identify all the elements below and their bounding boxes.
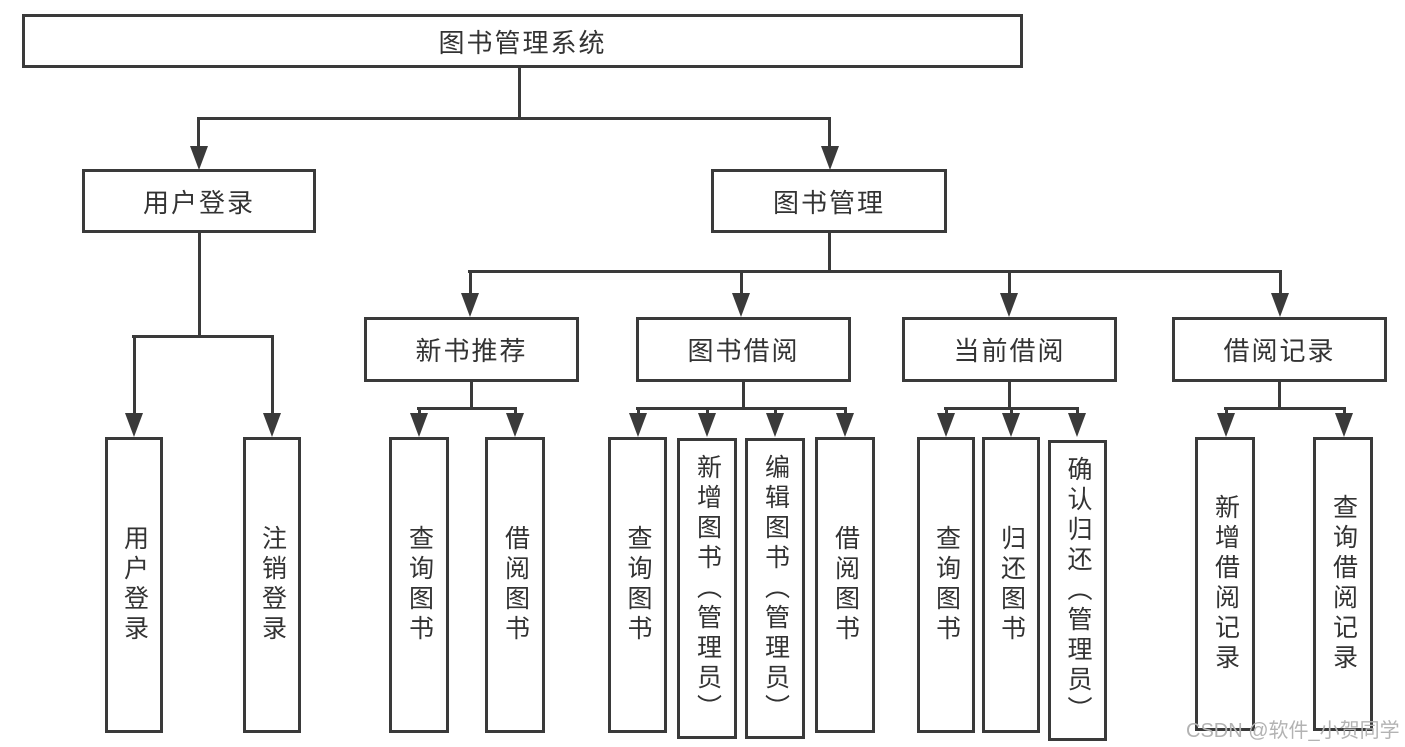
- connector-vline: [1008, 270, 1011, 295]
- connector-vline: [133, 335, 136, 414]
- connector-vline: [1008, 382, 1011, 409]
- leaf-query-borrow-record: 查询借阅记录: [1313, 437, 1373, 731]
- node-borrow-records: 借阅记录: [1172, 317, 1387, 382]
- connector-vline: [828, 233, 831, 272]
- leaf-label: 查询图书: [932, 525, 961, 645]
- connector-vline: [774, 407, 777, 415]
- arrowhead-down-icon: [263, 413, 281, 437]
- connector-vline: [1278, 382, 1281, 409]
- connector-vline: [1343, 407, 1346, 415]
- connector-vline: [271, 335, 274, 414]
- node-user-login: 用户登录: [82, 169, 316, 233]
- leaf-query-books-current: 查询图书: [917, 437, 975, 733]
- connector-vline: [1076, 407, 1079, 415]
- arrowhead-down-icon: [461, 293, 479, 317]
- connector-hline: [197, 117, 831, 120]
- leaf-label: 归还图书: [997, 525, 1026, 645]
- leaf-query-books-rec: 查询图书: [389, 437, 449, 733]
- arrowhead-down-icon: [506, 413, 524, 437]
- node-new-book-rec: 新书推荐: [364, 317, 579, 382]
- leaf-label: 确认归还（管理员）: [1064, 455, 1092, 726]
- node-book-borrow-label: 图书借阅: [687, 336, 800, 366]
- leaf-label: 查询图书: [624, 525, 652, 645]
- leaf-query-books-borrow: 查询图书: [608, 437, 667, 733]
- connector-vline: [1010, 407, 1013, 415]
- connector-vline: [844, 407, 847, 415]
- arrowhead-down-icon: [125, 413, 143, 437]
- arrowhead-down-icon: [1217, 413, 1235, 437]
- arrowhead-down-icon: [1335, 413, 1353, 437]
- node-root: 图书管理系统: [22, 14, 1023, 68]
- leaf-label: 借阅图书: [831, 525, 860, 645]
- connector-hline: [468, 270, 1282, 273]
- leaf-label: 新增借阅记录: [1211, 494, 1240, 674]
- connector-vline: [740, 270, 743, 295]
- arrowhead-down-icon: [1068, 413, 1086, 437]
- leaf-logout: 注销登录: [243, 437, 301, 733]
- connector-vline: [469, 270, 472, 295]
- arrowhead-down-icon: [629, 413, 647, 437]
- connector-vline: [1225, 407, 1228, 415]
- node-user-login-label: 用户登录: [142, 187, 255, 218]
- node-current-borrow-label: 当前借阅: [953, 336, 1066, 366]
- connector-vline: [518, 68, 521, 119]
- leaf-edit-book-admin: 编辑图书（管理员）: [745, 438, 805, 739]
- connector-hline: [417, 407, 517, 410]
- node-book-mgmt: 图书管理: [711, 169, 947, 233]
- connector-vline: [637, 407, 640, 415]
- connector-vline: [706, 407, 709, 415]
- connector-hline: [1224, 407, 1346, 410]
- leaf-logout-label: 注销登录: [258, 525, 287, 645]
- arrowhead-down-icon: [766, 413, 784, 437]
- connector-vline: [418, 407, 421, 415]
- connector-vline: [470, 382, 473, 409]
- connector-vline: [742, 382, 745, 409]
- arrowhead-down-icon: [190, 146, 208, 170]
- leaf-label: 新增图书（管理员）: [693, 453, 722, 724]
- arrowhead-down-icon: [1271, 293, 1289, 317]
- connector-hline: [636, 407, 846, 410]
- connector-vline: [1279, 270, 1282, 295]
- node-new-book-rec-label: 新书推荐: [415, 336, 528, 366]
- arrowhead-down-icon: [1002, 413, 1020, 437]
- leaf-return-book: 归还图书: [982, 437, 1040, 733]
- connector-vline: [828, 117, 831, 149]
- connector-vline: [197, 117, 200, 149]
- connector-hline: [132, 335, 274, 338]
- arrowhead-down-icon: [937, 413, 955, 437]
- node-book-mgmt-label: 图书管理: [772, 187, 885, 218]
- connector-vline: [198, 233, 201, 337]
- csdn-watermark: CSDN @软件_小贺同学: [1186, 720, 1400, 742]
- leaf-label: 编辑图书（管理员）: [761, 453, 790, 724]
- leaf-borrow-books-rec: 借阅图书: [485, 437, 545, 733]
- node-current-borrow: 当前借阅: [902, 317, 1117, 382]
- leaf-add-borrow-record: 新增借阅记录: [1195, 437, 1255, 731]
- arrowhead-down-icon: [698, 413, 716, 437]
- arrowhead-down-icon: [836, 413, 854, 437]
- leaf-confirm-return-admin: 确认归还（管理员）: [1048, 440, 1107, 741]
- node-borrow-records-label: 借阅记录: [1223, 336, 1336, 366]
- connector-vline: [514, 407, 517, 415]
- leaf-label: 查询借阅记录: [1329, 494, 1358, 674]
- leaf-borrow-books: 借阅图书: [815, 437, 875, 733]
- arrowhead-down-icon: [732, 293, 750, 317]
- arrowhead-down-icon: [1000, 293, 1018, 317]
- node-root-label: 图书管理系统: [438, 27, 607, 58]
- leaf-user-login-label: 用户登录: [120, 525, 149, 645]
- arrowhead-down-icon: [821, 146, 839, 170]
- arrowhead-down-icon: [410, 413, 428, 437]
- leaf-label: 查询图书: [405, 525, 434, 645]
- node-book-borrow: 图书借阅: [636, 317, 851, 382]
- leaf-add-book-admin: 新增图书（管理员）: [677, 438, 737, 739]
- leaf-user-login: 用户登录: [105, 437, 163, 733]
- leaf-label: 借阅图书: [501, 525, 530, 645]
- connector-vline: [945, 407, 948, 415]
